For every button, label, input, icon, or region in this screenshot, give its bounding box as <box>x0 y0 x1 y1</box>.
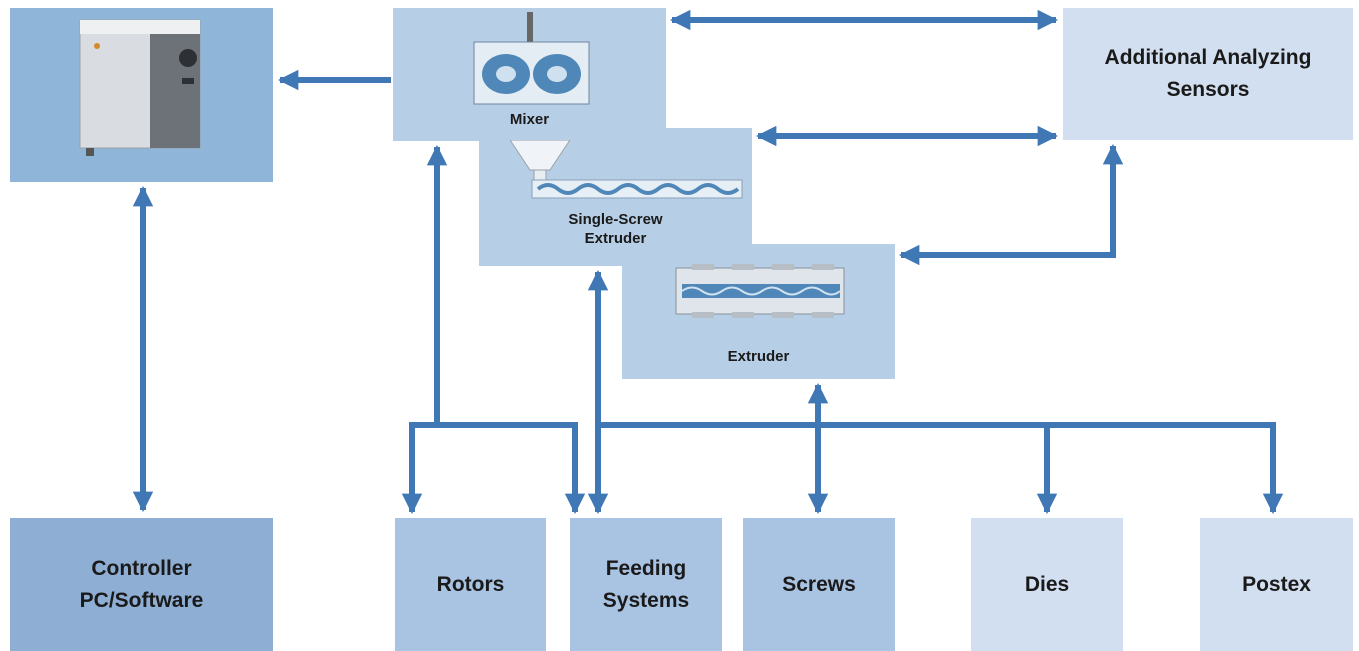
extruder-image <box>675 264 845 318</box>
sensors-label-2: Sensors <box>1166 78 1250 101</box>
feeding-label-1: Feeding <box>605 556 687 580</box>
screws-label: Screws <box>782 572 856 596</box>
mixer-label: Mixer <box>509 111 550 128</box>
feeding-label-2: Systems <box>602 588 690 612</box>
controller-label-1: Controller <box>91 556 192 580</box>
mixer-box: Mixer <box>393 8 666 141</box>
feeding-systems-box: Feeding Systems <box>570 518 722 651</box>
single-screw-image <box>510 140 743 199</box>
arrow-to-feeding-from-mixer <box>437 422 586 515</box>
mixer-image <box>473 12 590 105</box>
sensors-box: Additional Analyzing Sensors <box>1063 8 1353 140</box>
rotors-box: Rotors <box>395 518 546 651</box>
extruder-label: Extruder <box>727 348 790 365</box>
postex-box: Postex <box>1200 518 1353 651</box>
postex-label: Postex <box>1242 572 1311 596</box>
rotors-label: Rotors <box>436 572 505 596</box>
controller-box: Controller PC/Software <box>10 518 273 651</box>
screws-box: Screws <box>743 518 895 651</box>
drive-unit-box <box>10 8 273 182</box>
dies-label: Dies <box>1024 572 1070 596</box>
single-screw-label-1: Single-Screw <box>568 211 663 228</box>
sensors-label-1: Additional Analyzing <box>1104 46 1312 69</box>
arrow-to-postex <box>598 422 1284 515</box>
dies-box: Dies <box>971 518 1123 651</box>
single-screw-label-2: Extruder <box>584 230 647 247</box>
arrow-to-rotors <box>401 422 437 515</box>
drive-unit-image <box>79 19 201 156</box>
controller-label-2: PC/Software <box>79 588 204 612</box>
arrow-extruder-sensors <box>898 143 1124 266</box>
